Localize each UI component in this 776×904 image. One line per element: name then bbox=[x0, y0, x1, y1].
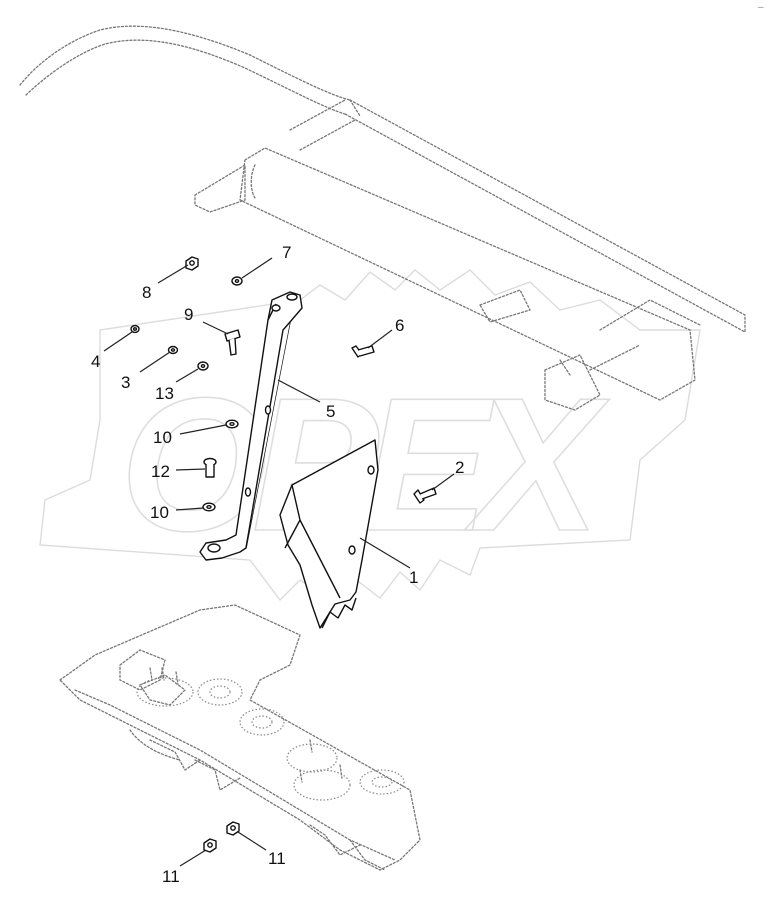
leader-lines bbox=[103, 257, 455, 867]
washer-3 bbox=[167, 345, 179, 355]
leader-9 bbox=[202, 321, 229, 335]
callout-10-lower: 10 bbox=[150, 503, 169, 522]
bolt-9 bbox=[224, 329, 241, 356]
leader-3 bbox=[139, 351, 171, 373]
corner-mark: – bbox=[758, 2, 764, 13]
leader-12 bbox=[175, 468, 206, 471]
bolt-6 bbox=[351, 345, 375, 358]
washer-13 bbox=[197, 361, 209, 371]
washer-10-upper bbox=[225, 419, 239, 429]
leader-4 bbox=[103, 331, 133, 352]
leader-13 bbox=[175, 368, 199, 383]
leader-6 bbox=[367, 329, 393, 349]
washer-7 bbox=[231, 276, 243, 286]
callout-labels: 1 2 3 4 5 6 7 8 9 10 10 11 11 12 13 bbox=[91, 243, 464, 886]
nut-8 bbox=[185, 256, 199, 271]
leader-8 bbox=[157, 264, 189, 284]
nut-4 bbox=[130, 324, 140, 334]
bolt-12 bbox=[203, 457, 217, 478]
callout-9: 9 bbox=[184, 305, 193, 324]
part-5-support-arm bbox=[199, 291, 303, 561]
callout-13: 13 bbox=[155, 384, 174, 403]
hardware bbox=[130, 256, 437, 853]
watermark-gear-outline bbox=[39, 269, 701, 602]
nut-11-left bbox=[203, 838, 217, 853]
leader-2 bbox=[431, 473, 455, 491]
callout-11-right: 11 bbox=[268, 849, 286, 868]
callout-8: 8 bbox=[142, 283, 151, 302]
callout-5: 5 bbox=[326, 402, 335, 421]
callout-1: 1 bbox=[409, 568, 418, 587]
nut-11-right bbox=[226, 821, 240, 836]
callout-2: 2 bbox=[455, 458, 464, 477]
opex-watermark: OPEX bbox=[39, 269, 701, 602]
leader-10b bbox=[175, 507, 204, 511]
callout-10-upper: 10 bbox=[153, 428, 172, 447]
part-1-divider-plate bbox=[279, 439, 379, 629]
bolt-2 bbox=[413, 487, 437, 504]
callout-11-left: 11 bbox=[162, 867, 180, 886]
callout-6: 6 bbox=[395, 316, 404, 335]
frame-rail-ghost bbox=[19, 25, 746, 411]
leader-5 bbox=[277, 379, 321, 403]
callout-4: 4 bbox=[91, 352, 100, 371]
leader-10a bbox=[179, 424, 227, 435]
callout-3: 3 bbox=[121, 373, 130, 392]
leader-7 bbox=[241, 257, 273, 279]
washer-10-lower bbox=[202, 502, 216, 512]
leader-11b bbox=[237, 831, 267, 851]
callout-7: 7 bbox=[282, 243, 291, 262]
leader-11a bbox=[179, 849, 207, 867]
cutter-bar-ghost bbox=[59, 604, 421, 871]
callout-12: 12 bbox=[151, 462, 170, 481]
leader-1 bbox=[359, 537, 411, 569]
